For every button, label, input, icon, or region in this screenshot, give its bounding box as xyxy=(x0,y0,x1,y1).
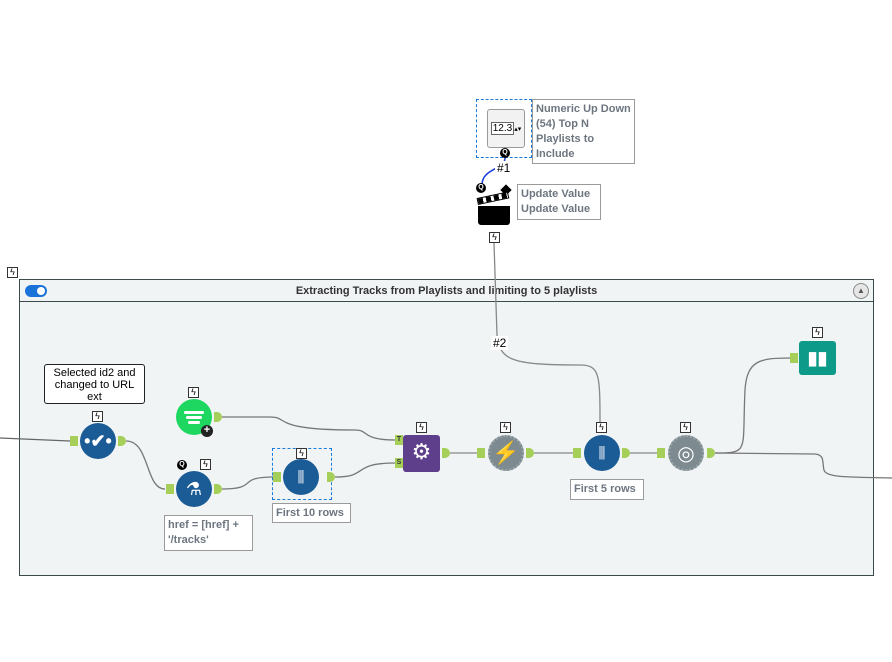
action-tool-clapperboard-icon[interactable] xyxy=(476,191,510,225)
collapse-button[interactable]: ▲ xyxy=(853,283,869,299)
lightning-icon: ϟ xyxy=(596,422,607,433)
question-anchor-icon[interactable]: Q xyxy=(500,148,510,158)
select-tool-check-icon[interactable]: •✔• xyxy=(80,423,116,459)
output-anchor[interactable] xyxy=(526,448,534,458)
output-anchor[interactable] xyxy=(118,436,126,446)
macro-input-anchor-t[interactable]: T xyxy=(395,435,403,445)
sample-test-tubes-icon[interactable]: ⫼ xyxy=(584,435,620,471)
macro-gears-icon[interactable]: ⚙ xyxy=(403,435,440,472)
tool-container[interactable]: Extracting Tracks from Playlists and lim… xyxy=(19,279,874,576)
macro-input-anchor-s[interactable]: S xyxy=(395,458,403,468)
lightning-icon: ϟ xyxy=(416,422,427,433)
output-anchor[interactable] xyxy=(707,448,715,458)
numeric-up-down-icon: 12.3▴▾ xyxy=(487,109,525,148)
formula-annotation: href = [href] + '/tracks' xyxy=(164,515,253,551)
output-anchor[interactable] xyxy=(214,412,222,422)
numeric-up-down-annotation: Numeric Up Down (54) Top N Playlists to … xyxy=(532,99,635,164)
question-anchor-icon[interactable]: Q xyxy=(177,460,187,470)
container-toggle[interactable] xyxy=(25,285,47,297)
output-anchor[interactable] xyxy=(327,472,335,482)
input-anchor[interactable] xyxy=(790,353,798,363)
lightning-icon: ϟ xyxy=(489,232,500,243)
json-parse-spiral-icon[interactable]: ◎ xyxy=(668,435,704,471)
lightning-icon: ϟ xyxy=(92,411,103,422)
sample-test-tubes-icon[interactable]: ⫼ xyxy=(283,459,319,495)
input-anchor[interactable] xyxy=(573,448,581,458)
input-anchor[interactable] xyxy=(273,472,281,482)
lightning-icon: ϟ xyxy=(188,387,199,398)
input-anchor[interactable] xyxy=(70,436,78,446)
connection-label-2: #2 xyxy=(491,336,509,350)
input-anchor[interactable] xyxy=(477,448,485,458)
input-anchor[interactable] xyxy=(166,484,174,494)
input-anchor[interactable] xyxy=(657,448,665,458)
output-anchor[interactable] xyxy=(622,448,630,458)
sample-10-annotation: First 10 rows xyxy=(272,503,351,523)
formula-flask-icon[interactable]: ⚗ xyxy=(176,471,212,507)
lightning-icon: ϟ xyxy=(296,448,307,459)
container-title: Extracting Tracks from Playlists and lim… xyxy=(295,284,598,297)
plus-icon: + xyxy=(201,425,213,437)
lightning-icon: ϟ xyxy=(200,459,211,470)
question-anchor-icon[interactable]: Q xyxy=(476,183,486,193)
dynamic-input-lightning-icon[interactable]: ⚡ xyxy=(488,435,524,471)
lightning-icon: ϟ xyxy=(680,422,691,433)
output-anchor[interactable] xyxy=(214,484,222,494)
browse-binoculars-icon[interactable]: ▮▮ xyxy=(799,341,836,375)
lightning-icon: ϟ xyxy=(7,267,18,278)
sample-5-annotation: First 5 rows xyxy=(570,479,644,500)
container-header[interactable]: Extracting Tracks from Playlists and lim… xyxy=(20,280,873,302)
lightning-icon: ϟ xyxy=(500,422,511,433)
lightning-icon: ϟ xyxy=(812,327,823,338)
output-anchor[interactable] xyxy=(442,448,450,458)
connection-label-1: #1 xyxy=(495,161,513,175)
action-annotation: Update Value Update Value xyxy=(517,184,601,220)
comment-box[interactable]: Selected id2 and changed to URL ext xyxy=(44,364,145,404)
